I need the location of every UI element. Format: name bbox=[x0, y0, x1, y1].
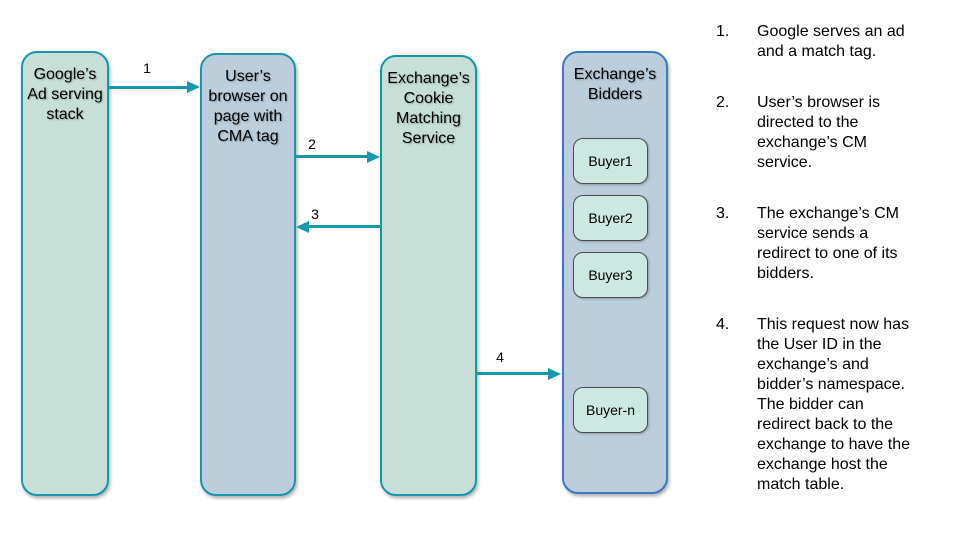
bidder-label: Buyer3 bbox=[588, 267, 633, 283]
arrow-3-label: 3 bbox=[311, 206, 319, 222]
bidder-box-buyer1: Buyer1 bbox=[573, 138, 648, 184]
note-item-2: 2. User’s browser is directed to the exc… bbox=[716, 93, 954, 173]
note-number: 1. bbox=[716, 23, 730, 40]
box-label: Exchange’s Bidders bbox=[573, 66, 657, 103]
bidder-label: Buyer-n bbox=[585, 402, 636, 418]
arrow-1-line bbox=[109, 86, 187, 89]
arrow-4-line bbox=[477, 372, 548, 375]
bidder-label: Buyer2 bbox=[588, 210, 633, 226]
note-item-4: 4. This request now has the User ID in t… bbox=[716, 315, 954, 495]
note-text: This request now has the User ID in the … bbox=[757, 316, 911, 493]
bidder-box-buyer3: Buyer3 bbox=[573, 252, 648, 298]
arrow-2-line bbox=[296, 155, 367, 158]
box-label: Google’s Ad serving stack bbox=[27, 66, 103, 123]
box-label: Exchange’s Cookie Matching Service bbox=[387, 70, 470, 147]
arrow-1-label: 1 bbox=[143, 60, 151, 76]
note-number: 2. bbox=[716, 94, 730, 111]
note-text: Google serves an ad and a match tag. bbox=[757, 23, 905, 60]
arrow-4-head-icon bbox=[548, 368, 561, 380]
arrow-2-label: 2 bbox=[308, 136, 316, 152]
arrow-3-head-icon bbox=[296, 221, 309, 233]
arrow-1-head-icon bbox=[187, 81, 200, 93]
arrow-4-label: 4 bbox=[496, 349, 504, 365]
note-number: 4. bbox=[716, 316, 730, 333]
note-item-1: 1. Google serves an ad and a match tag. bbox=[716, 22, 954, 62]
arrow-3-line bbox=[309, 225, 380, 228]
bidder-box-buyer2: Buyer2 bbox=[573, 195, 648, 241]
note-number: 3. bbox=[716, 205, 730, 222]
bidder-box-buyer-n: Buyer-n bbox=[573, 387, 648, 433]
bidder-label: Buyer1 bbox=[588, 153, 633, 169]
box-label: User’s browser on page with CMA tag bbox=[208, 68, 288, 145]
box-google-ad-serving-stack: Google’s Ad serving stack bbox=[21, 51, 109, 496]
note-item-3: 3. The exchange’s CM service sends a red… bbox=[716, 204, 954, 284]
arrow-2-head-icon bbox=[367, 151, 380, 163]
box-cookie-matching-service: Exchange’s Cookie Matching Service bbox=[380, 55, 477, 496]
notes-list: 1. Google serves an ad and a match tag. … bbox=[716, 22, 954, 526]
box-user-browser: User’s browser on page with CMA tag bbox=[200, 53, 296, 496]
note-text: User’s browser is directed to the exchan… bbox=[757, 94, 880, 171]
note-text: The exchange’s CM service sends a redire… bbox=[757, 205, 899, 282]
